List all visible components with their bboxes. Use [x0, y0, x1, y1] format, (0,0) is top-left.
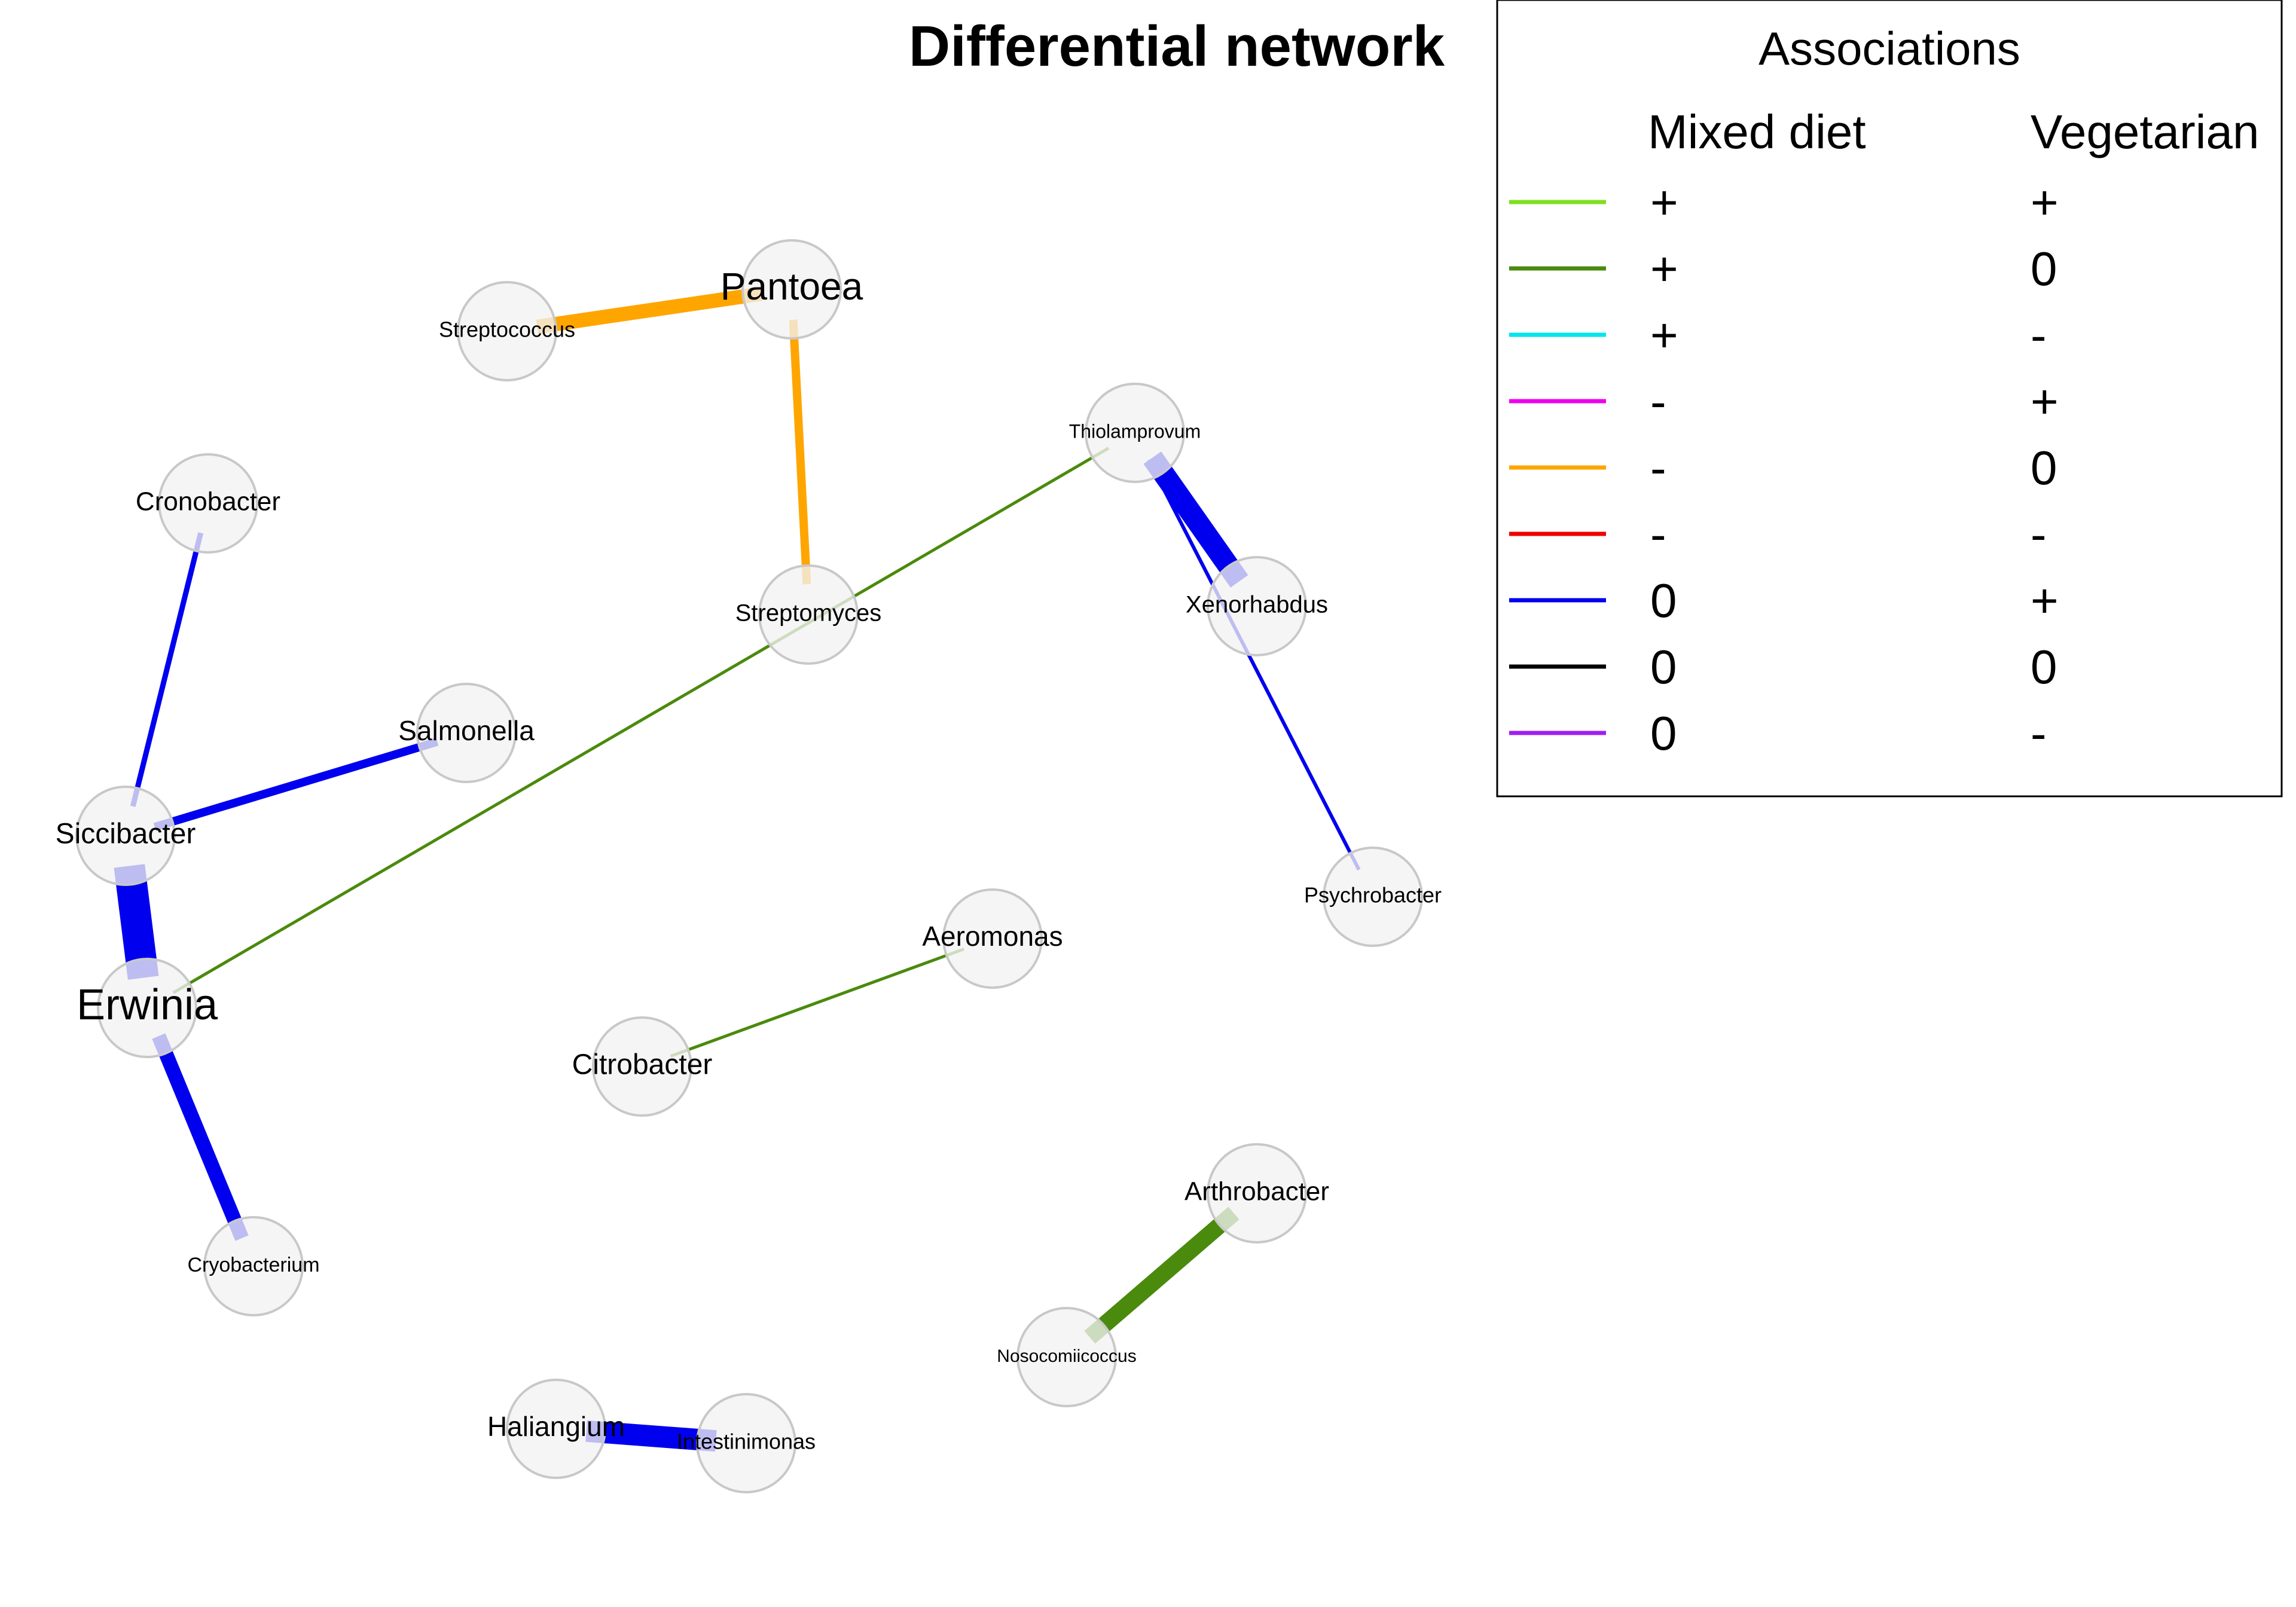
- legend-row: -+: [1509, 375, 2059, 428]
- legend-row: -0: [1509, 441, 2057, 494]
- nodes-layer: PantoeaStreptococcusCronobacterStreptomy…: [56, 239, 1442, 1493]
- edge-cronobacter-siccibacter: [130, 532, 204, 807]
- node-pantoea: Pantoea: [720, 239, 863, 340]
- legend-mixed-diet-sign: +: [1650, 308, 1678, 362]
- node-cryobacterium: Cryobacterium: [187, 1216, 320, 1316]
- legend-vegetarian-sign: 0: [2031, 640, 2057, 693]
- node-label-nosocomiicoccus: Nosocomiicoccus: [997, 1346, 1136, 1366]
- legend-mixed-diet-sign: -: [1650, 441, 1666, 494]
- node-nosocomiicoccus: Nosocomiicoccus: [997, 1307, 1137, 1407]
- legend-vegetarian-sign: 0: [2031, 441, 2057, 494]
- node-label-intestinimonas: Intestinimonas: [677, 1429, 816, 1454]
- legend-vegetarian-sign: +: [2031, 176, 2059, 229]
- node-streptococcus: Streptococcus: [439, 281, 575, 381]
- edge-pantoea-streptomyces: [789, 319, 811, 585]
- node-circle-streptomyces: [758, 564, 859, 665]
- node-label-xenorhabdus: Xenorhabdus: [1186, 592, 1328, 618]
- edge-thiolamprovum-xenorhabdus: [1143, 451, 1248, 588]
- legend-vegetarian-sign: -: [2031, 308, 2047, 362]
- legend-box: [1496, 0, 2283, 798]
- node-circle-arthrobacter: [1207, 1143, 1307, 1244]
- legend-mixed-diet-sign: +: [1650, 176, 1678, 229]
- node-siccibacter: Siccibacter: [56, 786, 196, 886]
- node-label-arthrobacter: Arthrobacter: [1184, 1177, 1329, 1206]
- node-circle-haliangium: [506, 1379, 606, 1479]
- node-label-aeromonas: Aeromonas: [922, 921, 1062, 952]
- edge-salmonella-siccibacter: [153, 737, 439, 832]
- legend-mixed-diet-sign: 0: [1650, 574, 1677, 627]
- legend-column-vegetarian: Vegetarian: [2031, 105, 2260, 158]
- node-haliangium: Haliangium: [487, 1379, 625, 1479]
- node-xenorhabdus: Xenorhabdus: [1186, 556, 1328, 656]
- legend-mixed-diet-sign: -: [1650, 375, 1666, 428]
- legend-title: Associations: [1758, 22, 2020, 75]
- node-circle-cronobacter: [158, 453, 258, 554]
- legend-mixed-diet-sign: 0: [1650, 707, 1677, 760]
- edge-thiolamprovum-psychrobacter: [1147, 459, 1361, 871]
- node-label-cryobacterium: Cryobacterium: [187, 1254, 319, 1276]
- legend-vegetarian-sign: 0: [2031, 242, 2057, 295]
- node-cronobacter: Cronobacter: [136, 453, 280, 554]
- diagram-title: Differential network: [909, 14, 1445, 78]
- node-label-thiolamprovum: Thiolamprovum: [1069, 420, 1201, 442]
- node-circle-nosocomiicoccus: [1016, 1307, 1117, 1407]
- node-circle-cryobacterium: [203, 1216, 304, 1316]
- node-streptomyces: Streptomyces: [735, 564, 882, 665]
- node-circle-thiolamprovum: [1085, 383, 1185, 483]
- edge-thiolamprovum-erwinia: [172, 447, 1110, 994]
- node-salmonella: Salmonella: [398, 683, 535, 783]
- legend-mixed-diet-sign: +: [1650, 242, 1678, 295]
- node-citrobacter: Citrobacter: [572, 1016, 713, 1117]
- node-circle-psychrobacter: [1323, 847, 1423, 947]
- edge-arthrobacter-nosocomiicoccus: [1084, 1206, 1239, 1344]
- legend-row: +0: [1509, 242, 2057, 295]
- node-label-citrobacter: Citrobacter: [572, 1049, 713, 1081]
- node-circle-siccibacter: [75, 786, 176, 886]
- node-label-streptomyces: Streptomyces: [735, 600, 882, 627]
- node-label-streptococcus: Streptococcus: [439, 317, 575, 342]
- node-thiolamprovum: Thiolamprovum: [1069, 383, 1201, 483]
- node-circle-streptococcus: [457, 281, 557, 381]
- legend-vegetarian-sign: -: [2031, 508, 2047, 561]
- node-circle-erwinia: [97, 958, 197, 1058]
- node-psychrobacter: Psychrobacter: [1304, 847, 1442, 947]
- legend-mixed-diet-sign: 0: [1650, 640, 1677, 693]
- edge-streptococcus-pantoea: [536, 286, 763, 334]
- node-circle-pantoea: [741, 239, 842, 340]
- node-label-siccibacter: Siccibacter: [56, 818, 196, 850]
- node-arthrobacter: Arthrobacter: [1184, 1143, 1329, 1244]
- node-circle-intestinimonas: [696, 1393, 796, 1493]
- node-circle-aeromonas: [942, 888, 1043, 989]
- legend-row: 0+: [1509, 574, 2059, 627]
- legend: Associations Mixed diet Vegetarian +++0+…: [1496, 0, 2283, 798]
- node-erwinia: Erwinia: [77, 958, 218, 1058]
- node-circle-xenorhabdus: [1207, 556, 1307, 656]
- legend-mixed-diet-sign: -: [1650, 508, 1666, 561]
- node-label-salmonella: Salmonella: [398, 715, 535, 746]
- legend-vegetarian-sign: -: [2031, 707, 2047, 760]
- node-intestinimonas: Intestinimonas: [677, 1393, 816, 1493]
- legend-column-mixed-diet: Mixed diet: [1648, 105, 1866, 158]
- node-aeromonas: Aeromonas: [922, 888, 1063, 989]
- node-circle-citrobacter: [592, 1016, 692, 1117]
- edge-haliangium-intestinimonas: [585, 1420, 717, 1452]
- legend-row: ++: [1509, 176, 2059, 229]
- node-label-haliangium: Haliangium: [487, 1411, 625, 1442]
- node-circle-salmonella: [416, 683, 517, 783]
- legend-row: --: [1509, 508, 2047, 561]
- node-label-pantoea: Pantoea: [720, 265, 863, 308]
- legend-row: +-: [1509, 308, 2047, 362]
- legend-row: 0-: [1509, 707, 2047, 760]
- node-label-psychrobacter: Psychrobacter: [1304, 883, 1442, 908]
- legend-vegetarian-sign: +: [2031, 574, 2059, 627]
- node-label-cronobacter: Cronobacter: [136, 487, 280, 517]
- edge-citrobacter-aeromonas: [670, 948, 965, 1058]
- node-label-erwinia: Erwinia: [77, 981, 218, 1029]
- edge-erwinia-cryobacterium: [152, 1033, 249, 1241]
- legend-vegetarian-sign: +: [2031, 375, 2059, 428]
